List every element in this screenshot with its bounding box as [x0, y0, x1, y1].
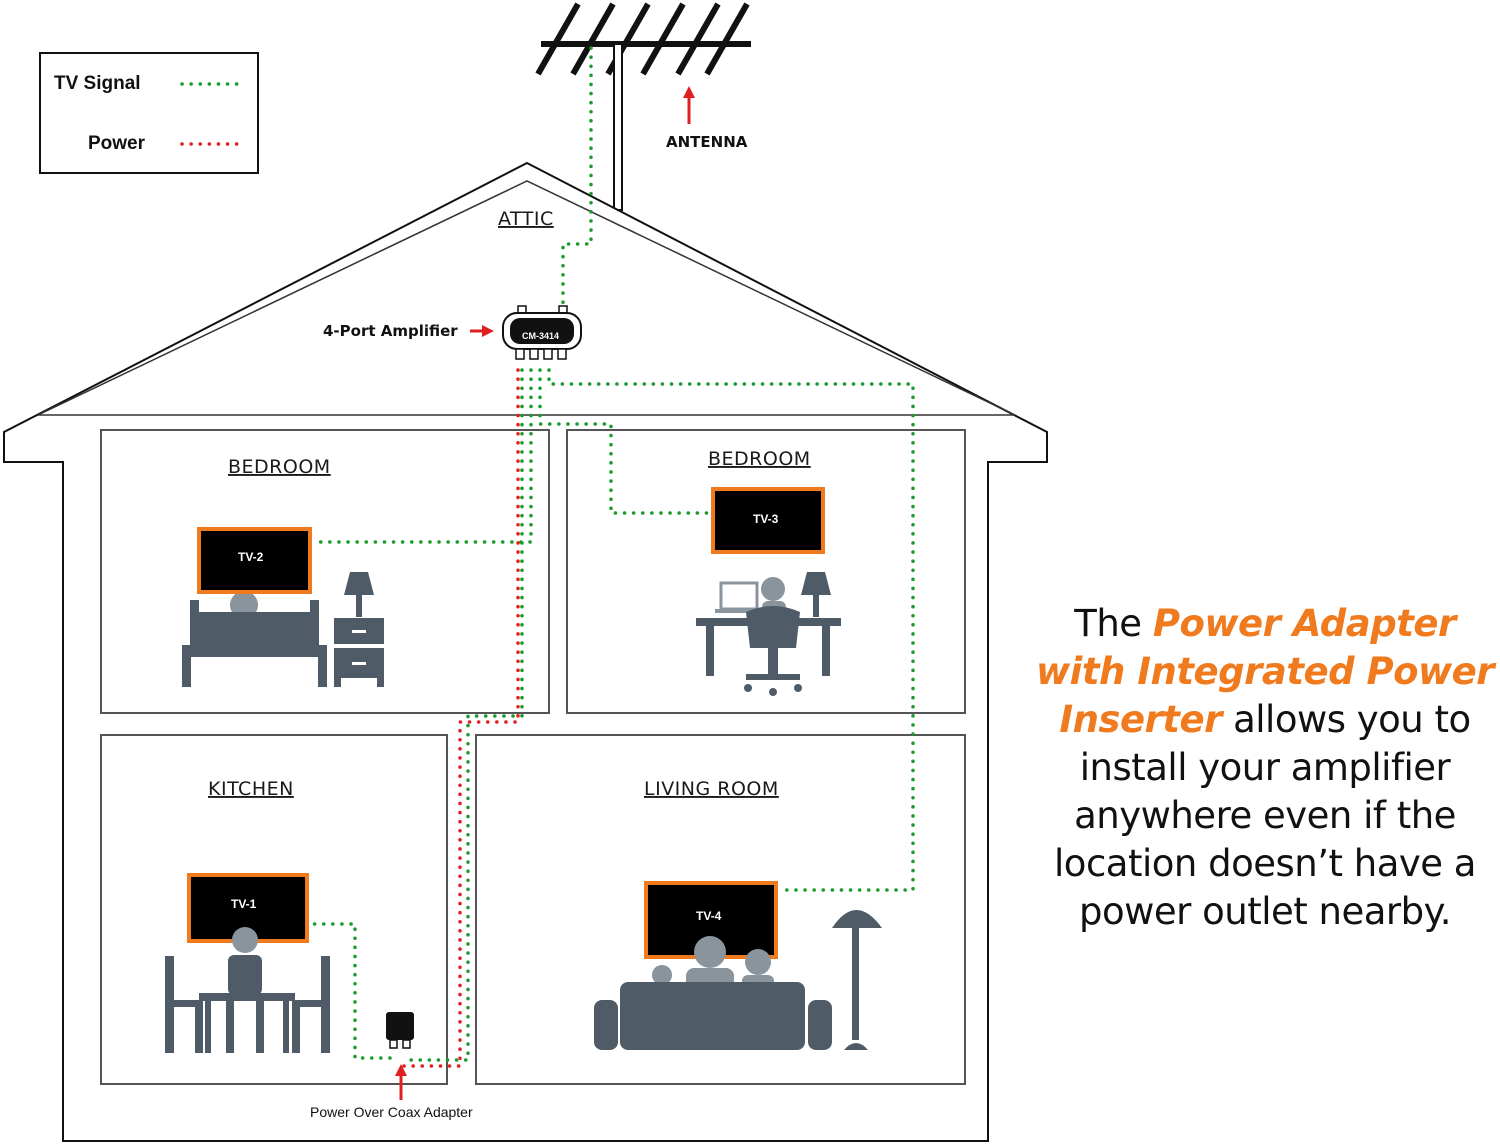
- tv-3-label: TV-3: [753, 512, 779, 526]
- legend-tv-signal-label: TV Signal: [54, 73, 141, 94]
- signal-line-tv3: [538, 368, 714, 515]
- signal-line-tv1: [310, 922, 392, 1060]
- nightstand-icon: [334, 572, 384, 687]
- caption-suffix: allows you to install your amplifier any…: [1054, 698, 1476, 933]
- antenna-icon: [535, 2, 751, 211]
- legend-power-label: Power: [88, 133, 146, 154]
- antenna-arrow-icon: [683, 86, 695, 124]
- room-bedroom-right: [566, 429, 966, 714]
- room-label-bedroom-left: BEDROOM: [228, 456, 331, 478]
- tv-4-label: TV-4: [696, 909, 722, 923]
- tv-1-label: TV-1: [231, 897, 257, 911]
- tv-signal-wiring: [310, 46, 915, 1062]
- floor-lamp-icon: [832, 910, 882, 1050]
- amplifier-label: 4-Port Amplifier: [323, 322, 458, 340]
- room-label-bedroom-right: BEDROOM: [708, 448, 811, 470]
- room-label-kitchen: KITCHEN: [208, 778, 294, 800]
- sofa-with-people-icon: [594, 936, 832, 1050]
- amplifier-device: CM-3414: [502, 305, 582, 360]
- power-wiring: [398, 368, 520, 1068]
- signal-line-tv4: [547, 368, 915, 892]
- signal-line-antenna-to-amp: [561, 46, 593, 308]
- attic-label: ATTIC: [498, 208, 554, 230]
- desk-with-person-icon: [696, 572, 841, 696]
- signal-line-tv2: [310, 368, 533, 544]
- tv-3: TV-3: [711, 487, 825, 554]
- tv-2: TV-2: [197, 527, 312, 594]
- tv-2-label: TV-2: [238, 550, 264, 564]
- dining-table-icon: [165, 927, 330, 1053]
- legend: TV Signal Power: [39, 52, 259, 174]
- coax-adapter-label: Power Over Coax Adapter: [310, 1104, 473, 1120]
- caption-highlight: Power Adapter with Integrated Power Inse…: [1035, 602, 1495, 741]
- bed-icon: [182, 591, 327, 687]
- power-line-to-amp: [398, 368, 520, 1068]
- amplifier-arrow-icon: [470, 325, 494, 337]
- power-over-coax-adapter-device: [386, 1012, 414, 1049]
- caption-text: The Power Adapter with Integrated Power …: [1030, 600, 1500, 936]
- amplifier-model-label: CM-3414: [522, 331, 559, 341]
- room-label-living-room: LIVING ROOM: [644, 778, 779, 800]
- coax-adapter-arrow-icon: [395, 1064, 407, 1100]
- antenna-label: ANTENNA: [666, 133, 748, 151]
- signal-line-to-coax-adapter: [402, 368, 524, 1062]
- caption-prefix: The: [1074, 602, 1153, 645]
